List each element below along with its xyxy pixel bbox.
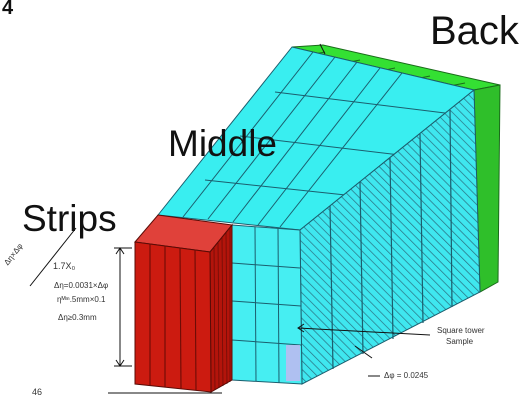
annotation-back-dim: Δφ = 0.0245 xyxy=(384,371,429,380)
strips-front-lines xyxy=(149,244,197,391)
annotation-square-sample-2: Sample xyxy=(446,337,474,346)
label-middle: Middle xyxy=(168,123,277,164)
middle-top-grid xyxy=(182,51,446,228)
annotation-strip-line-2: Δη=0.0031×Δφ xyxy=(54,281,109,290)
square-tower-sample xyxy=(286,345,300,381)
label-back: Back xyxy=(430,9,519,53)
annotation-bottom-left: 46 xyxy=(32,387,43,397)
strips-layer-front xyxy=(134,241,212,393)
annotation-strip-line-3: ηᴹᶦⁿ.5mm×0.1 xyxy=(57,295,106,304)
annotation-square-sample-1: Square tower xyxy=(437,326,485,335)
dimension-lines xyxy=(29,43,431,394)
annotation-strip-line-4: Δη≥0.3mm xyxy=(58,313,97,322)
middle-front-grid xyxy=(231,226,302,384)
corner-mark: 4 xyxy=(2,0,14,19)
annotation-strip-line-1: 1.7X₀ xyxy=(53,261,76,271)
strips-layer-side xyxy=(209,223,233,393)
label-strips: Strips xyxy=(22,198,117,239)
